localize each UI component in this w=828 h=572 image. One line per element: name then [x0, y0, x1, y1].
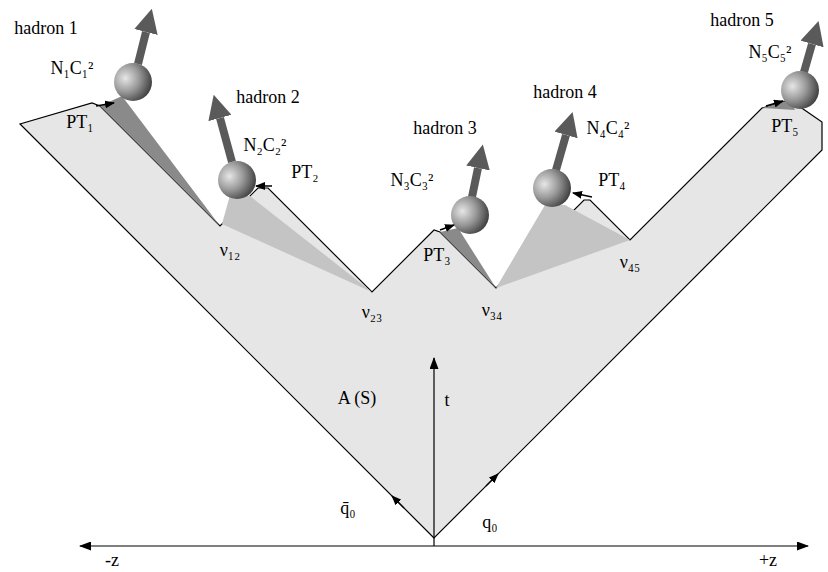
diagram-label: N₄C₄²	[587, 118, 630, 138]
string-area	[20, 100, 822, 538]
hadron-sphere	[451, 196, 489, 234]
pt-arrow	[96, 103, 114, 106]
diagram-label: hadron 4	[533, 82, 596, 102]
hadron-sphere	[114, 63, 152, 101]
momentum-arrow	[556, 135, 566, 170]
momentum-arrow	[472, 168, 478, 197]
diagram-label: N₅C₅²	[749, 42, 792, 62]
diagram-label: q₀	[482, 512, 497, 532]
fragment-wedge	[100, 96, 220, 226]
momentum-arrow	[220, 118, 232, 162]
diagram-label: -z	[105, 550, 119, 570]
pt-arrow	[256, 185, 272, 187]
diagram-label: ν₃₄	[482, 300, 503, 320]
diagram-label: PT₁	[66, 112, 93, 132]
diagram-label: N₃C₃²	[391, 170, 434, 190]
hadron-sphere	[781, 71, 819, 109]
pt-arrow	[440, 225, 454, 230]
diagram-label: N₁C₁²	[51, 58, 94, 78]
diagram-label: hadron 2	[236, 87, 299, 107]
diagram-label: hadron 1	[14, 18, 77, 38]
diagram-label: PT₄	[598, 170, 625, 190]
diagram-label: ν₄₅	[620, 252, 641, 272]
quark-arrow	[392, 496, 404, 508]
quark-arrow	[486, 474, 498, 486]
fragment-wedge	[496, 205, 630, 288]
diagram-label: +z	[759, 550, 777, 570]
diagram-label: A (S)	[338, 388, 377, 408]
pt-arrow	[766, 101, 783, 106]
diagram-label: ν₂₃	[362, 302, 383, 322]
pt-arrow	[573, 193, 592, 197]
hadron-sphere	[533, 169, 571, 207]
diagram-label: PT₃	[423, 245, 450, 265]
diagram-label: hadron 3	[413, 118, 476, 138]
diagram-label: ν₁₂	[220, 240, 241, 260]
hadron-sphere	[218, 161, 256, 199]
diagram-label: N₂C₂²	[244, 135, 287, 155]
momentum-arrow	[138, 32, 146, 64]
momentum-arrow	[804, 44, 812, 72]
diagram-label: PT₂	[291, 162, 318, 182]
t-axis	[433, 358, 434, 546]
diagram-label: t	[444, 390, 449, 410]
diagram-label: q̄₀	[340, 498, 355, 518]
fragment-wedge	[222, 195, 372, 292]
diagram-label: hadron 5	[710, 10, 773, 30]
z-axis	[80, 545, 808, 546]
diagram-label: PT₅	[771, 116, 798, 136]
